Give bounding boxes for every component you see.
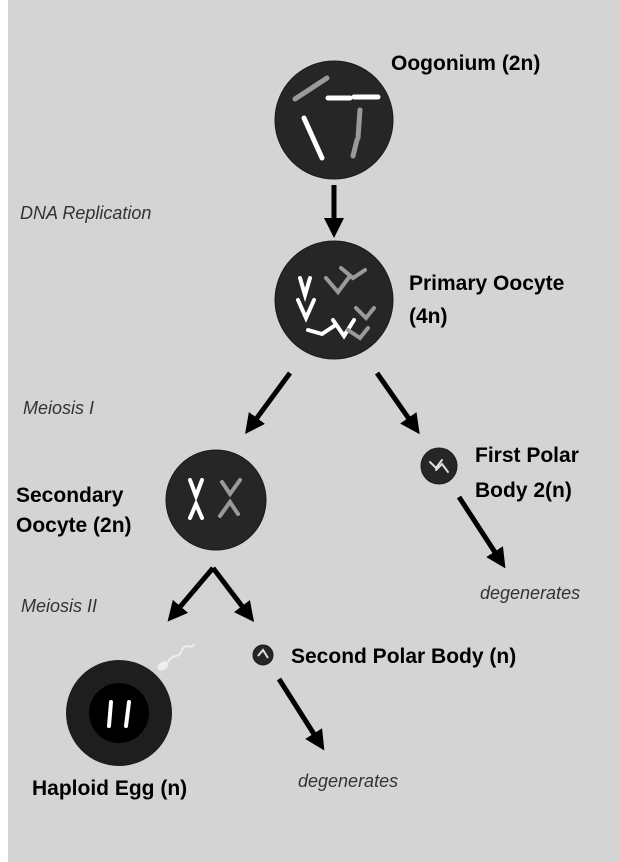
- sperm-icon: [156, 644, 194, 672]
- arrow-to-secondary: [251, 373, 290, 426]
- primary-oocyte-label-line1: Primary Oocyte: [409, 272, 564, 295]
- first-polar-body-label-line1: First Polar: [475, 444, 579, 467]
- degenerates-1-label: degenerates: [480, 583, 580, 603]
- second-polar-body-label: Second Polar Body (n): [291, 645, 516, 668]
- arrow-second-polar-degenerates: [279, 679, 319, 742]
- primary-oocyte-cell: [275, 241, 393, 359]
- oogenesis-diagram: Oogonium (2n) DNA Replication Primary Oo…: [8, 0, 620, 862]
- second-polar-body-cell: [253, 645, 273, 665]
- dna-replication-label: DNA Replication: [20, 203, 151, 223]
- arrow-to-egg: [174, 568, 213, 614]
- haploid-egg-cell: [66, 644, 194, 766]
- arrow-to-first-polar: [377, 373, 414, 426]
- meiosis-1-label: Meiosis I: [23, 398, 94, 418]
- oogonium-cell: [275, 61, 393, 179]
- meiosis-2-label: Meiosis II: [21, 596, 97, 616]
- arrow-to-second-polar: [213, 568, 248, 614]
- oogonium-label: Oogonium (2n): [391, 52, 540, 75]
- chromosome: [109, 702, 111, 726]
- chromosome: [358, 110, 360, 138]
- secondary-oocyte-label-line2: Oocyte (2n): [16, 514, 132, 537]
- secondary-oocyte-label-line1: Secondary: [16, 484, 124, 507]
- first-polar-body-cell: [421, 448, 457, 484]
- degenerates-2-label: degenerates: [298, 771, 398, 791]
- arrow-first-polar-degenerates: [459, 497, 500, 560]
- first-polar-body-label-line2: Body 2(n): [475, 479, 572, 502]
- secondary-oocyte-cell: [166, 450, 266, 550]
- haploid-egg-label: Haploid Egg (n): [32, 777, 187, 800]
- primary-oocyte-label-line2: (4n): [409, 305, 448, 328]
